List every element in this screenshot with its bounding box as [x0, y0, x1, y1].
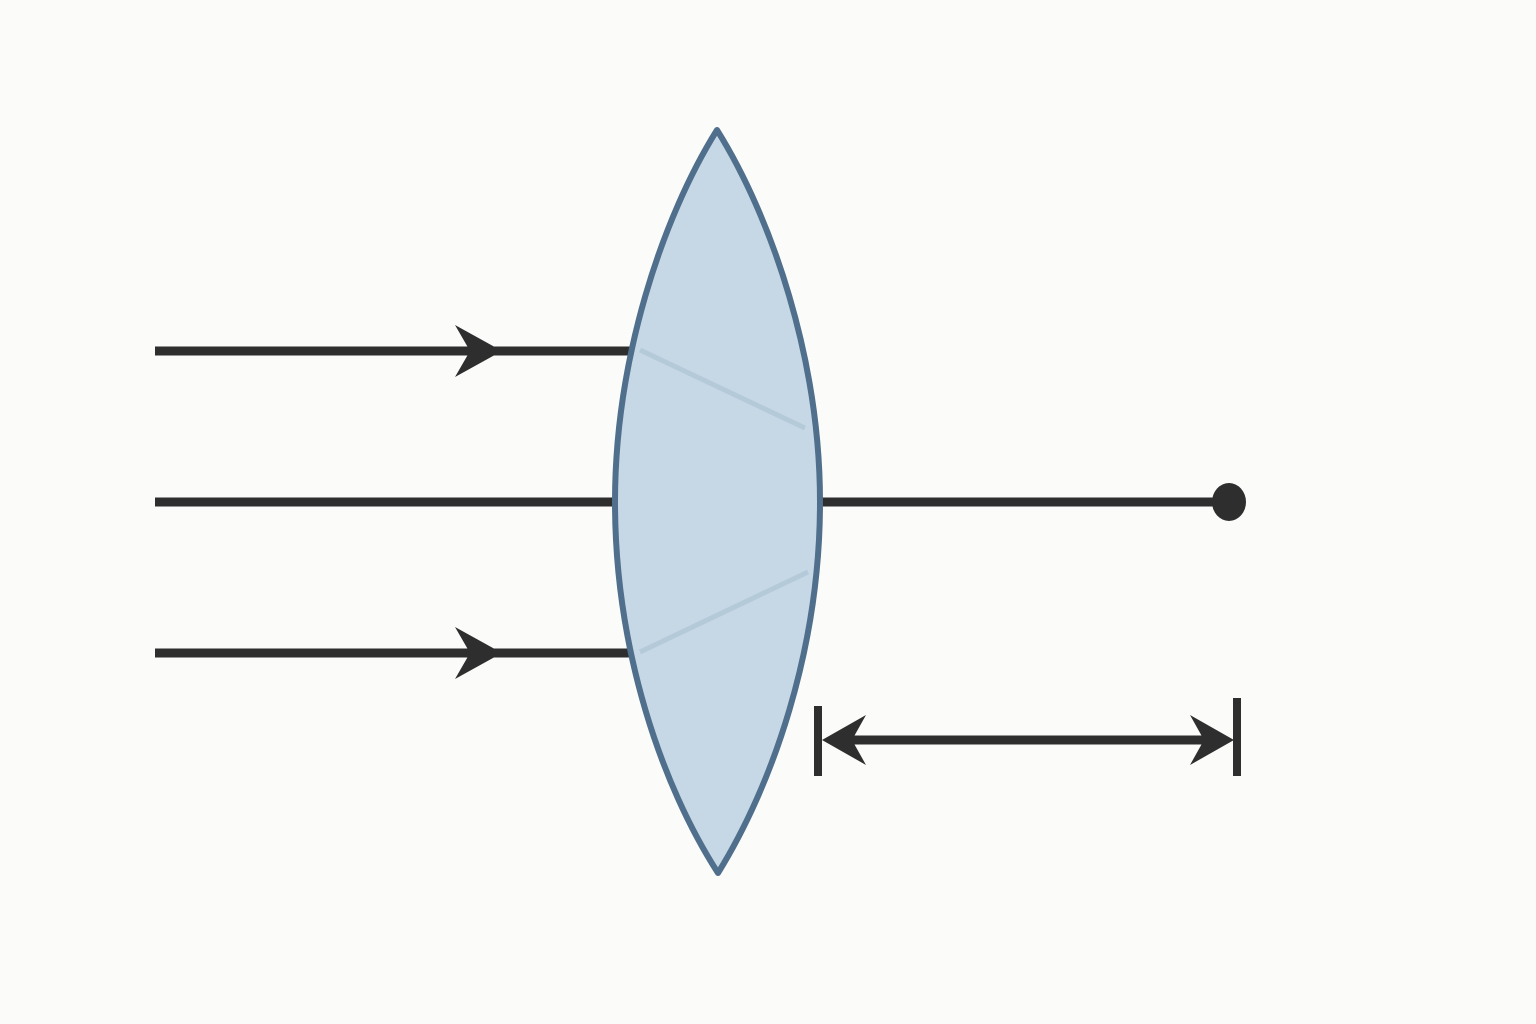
arrowhead-left-icon [822, 715, 866, 765]
arrowhead-right-icon [455, 325, 502, 377]
focal-point-dot [1212, 483, 1246, 521]
lower-ray [155, 627, 632, 679]
convex-lens [612, 127, 823, 876]
lens-refraction-line [638, 347, 807, 431]
lens-refraction-line [638, 569, 810, 655]
upper-ray [155, 325, 632, 377]
arrowhead-right-icon [1190, 715, 1234, 765]
focal-length-indicator [814, 698, 1241, 776]
arrowhead-right-icon [455, 627, 502, 679]
